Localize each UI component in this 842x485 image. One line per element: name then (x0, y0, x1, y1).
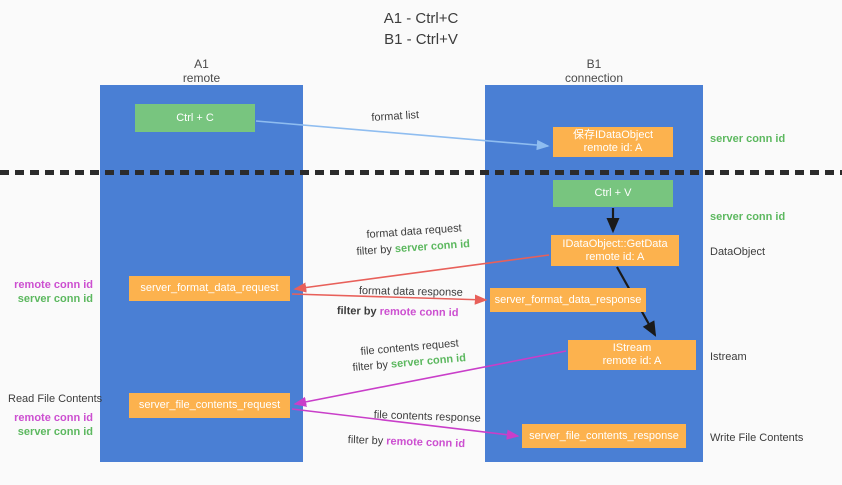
label-right-server-conn-id-1: server conn id (710, 133, 786, 145)
node-server-file-contents-request[interactable]: server_file_contents_request (129, 393, 290, 418)
node-server-format-data-response-label: server_format_data_response (494, 293, 642, 306)
filter-prefix: filter by (347, 433, 387, 448)
edge-label-file-contents-response: file contents response (373, 408, 481, 425)
filter-value-server-conn-id: server conn id (394, 238, 471, 256)
filter-value-remote-conn-id: remote conn id (379, 305, 459, 320)
node-server-file-contents-response-label: server_file_contents_response (529, 429, 679, 442)
label-left-conn-ids-2: remote conn id server conn id (8, 411, 93, 439)
label-left-read-file-contents: Read File Contents (8, 393, 103, 405)
node-server-format-data-request[interactable]: server_format_data_request (129, 276, 290, 301)
label-left-remote-conn-id-1: remote conn id (14, 279, 93, 291)
column-header-a1: A1 remote (100, 57, 303, 85)
label-left-remote-conn-id-2: remote conn id (14, 412, 93, 424)
edge-label-format-data-response: format data response (358, 284, 463, 299)
label-left-conn-ids-1: remote conn id server conn id (8, 278, 93, 306)
edge-label-format-data-response-filter: filter by remote conn id (337, 304, 459, 320)
filter-prefix: filter by (336, 304, 380, 318)
node-server-file-contents-request-label: server_file_contents_request (138, 399, 281, 411)
filter-prefix: filter by (356, 243, 396, 258)
edge-label-format-list: format list (371, 109, 420, 124)
node-istream-line1: IStream (612, 342, 652, 354)
node-server-format-data-response[interactable]: server_format_data_response (490, 288, 646, 312)
column-a1-name: A1 (194, 57, 209, 71)
node-idataobject-line2: remote id: A (583, 142, 643, 154)
column-b1-name: B1 (586, 57, 602, 71)
node-idataobject-line1: 保存IDataObject (572, 129, 654, 141)
node-ctrl-v-label: Ctrl + V (594, 187, 632, 199)
label-right-server-conn-id-2: server conn id (710, 211, 786, 223)
column-b1-role: connection (564, 71, 624, 85)
filter-value-remote-conn-id: remote conn id (386, 435, 466, 451)
label-left-server-conn-id-1: server conn id (17, 293, 93, 305)
label-left-server-conn-id-2: server conn id (17, 426, 93, 438)
column-header-b1: B1 connection (485, 57, 703, 85)
title-line-2: B1 - Ctrl+V (384, 31, 458, 48)
label-right-write-file-contents: Write File Contents (710, 432, 804, 444)
edge-label-file-contents-response-filter: filter by remote conn id (348, 433, 466, 451)
label-right-istream: Istream (710, 351, 747, 363)
node-getdata-line1: IDataObject::GetData (562, 237, 668, 250)
title-line-1: A1 - Ctrl+C (383, 10, 459, 27)
diagram-title: A1 - Ctrl+C B1 - Ctrl+V (0, 8, 842, 50)
node-ctrl-c-label: Ctrl + C (176, 111, 214, 124)
node-istream[interactable]: IStream remote id: A (568, 340, 696, 370)
node-getdata-line2: remote id: A (585, 250, 645, 263)
node-ctrl-c[interactable]: Ctrl + C (135, 104, 255, 132)
dashed-divider (0, 170, 842, 175)
node-server-format-data-request-label: server_format_data_request (140, 282, 279, 294)
node-idataobject-getdata[interactable]: IDataObject::GetData remote id: A (551, 235, 679, 266)
filter-prefix: filter by (352, 358, 392, 374)
node-ctrl-v[interactable]: Ctrl + V (553, 180, 673, 207)
node-idataobject[interactable]: 保存IDataObject remote id: A (553, 127, 673, 157)
node-server-file-contents-response[interactable]: server_file_contents_response (522, 424, 686, 448)
node-istream-line2: remote id: A (602, 355, 662, 367)
column-a1-role: remote (182, 71, 221, 85)
label-right-dataobject: DataObject (710, 246, 766, 258)
